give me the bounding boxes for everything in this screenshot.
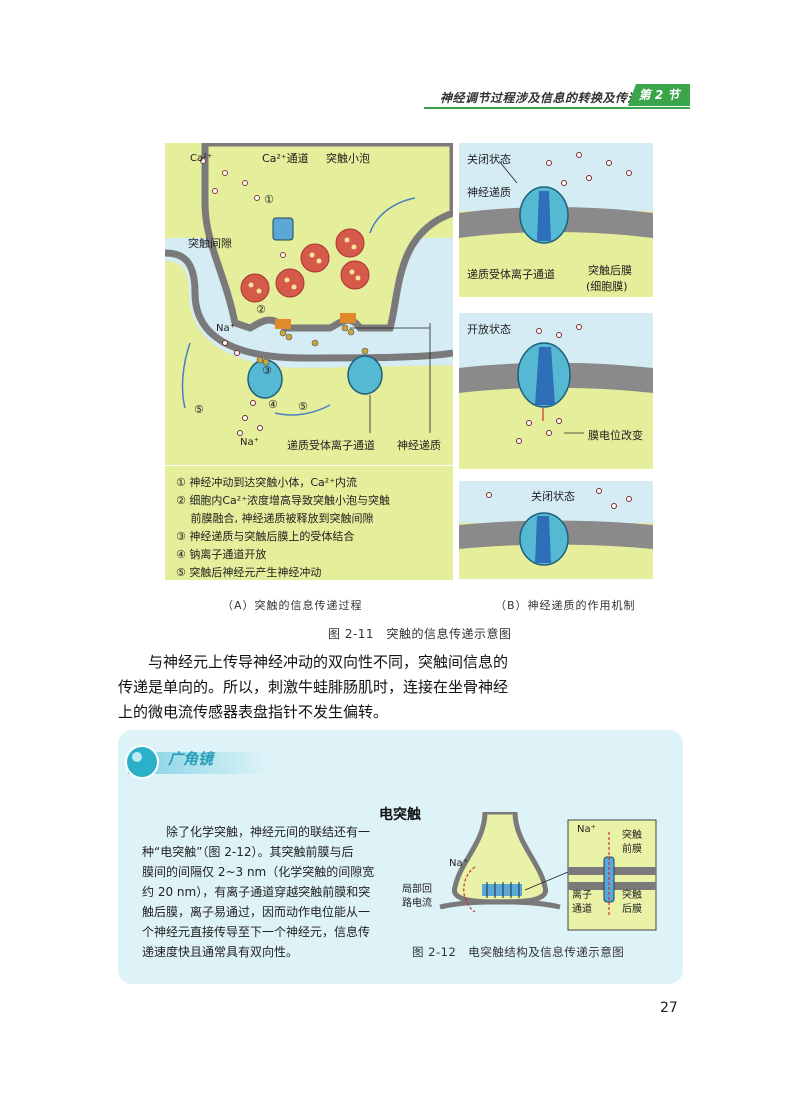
zoom-pre-label-1: 突触	[622, 830, 642, 841]
box-text-line: 触后膜，离子易通过，因而动作电位能从一	[142, 905, 371, 919]
open-state-label: 开放状态	[467, 323, 511, 336]
zoom-ion-label-1: 离子	[572, 890, 592, 901]
local-current-label-1: 局部回	[402, 884, 432, 895]
page-number: 27	[660, 1000, 678, 1016]
step-2-marker: ②	[256, 303, 266, 316]
legend-item: ④ 钠离子通道开放	[176, 548, 267, 561]
legend-item: ③ 神经递质与突触后膜上的受体结合	[176, 530, 355, 543]
local-current-label-2: 路电流	[402, 898, 432, 909]
box-title: 广角镜	[168, 750, 214, 768]
zoom-ion-label-2: 通道	[572, 904, 592, 915]
step-1-marker: ①	[264, 193, 274, 206]
closed-again-state-label: 关闭状态	[531, 490, 575, 503]
legend-item: ② 细胞内Ca²⁺浓度增高导致突触小泡与突触	[176, 494, 390, 507]
figure-caption: 图 2-11 突触的信息传递示意图	[328, 627, 512, 641]
box-title-banner	[125, 745, 268, 779]
ca-ion-label: Ca²⁺	[190, 153, 213, 164]
receptor-channel-label: 递质受体离子通道	[287, 439, 375, 452]
figure-a-legend: ① 神经冲动到达突触小体，Ca²⁺内流 ② 细胞内Ca²⁺浓度增高导致突触小泡与…	[176, 474, 390, 582]
paragraph-line: 与神经元上传导神经冲动的双向性不同，突触间信息的	[118, 653, 509, 671]
box-text-line: 个神经元直接传导至下一个神经元，信息传	[142, 925, 371, 939]
section-tab: 第 2 节	[628, 84, 690, 106]
b-membrane-note: (细胞膜)	[586, 280, 628, 293]
figure-b-closed-panel	[459, 143, 653, 297]
electrical-synapse-diagram	[439, 812, 657, 931]
header-rule	[424, 107, 690, 109]
figure-a-synapse-diagram	[165, 143, 453, 465]
step-3-marker: ③	[262, 364, 272, 377]
figure-b-open-panel	[459, 313, 653, 469]
zoom-pre-label-2: 前膜	[622, 844, 642, 855]
lens-icon	[125, 745, 159, 779]
figure-b-caption: （B）神经递质的作用机制	[495, 599, 636, 612]
ca-channel-label: Ca²⁺通道	[262, 152, 309, 165]
electrical-na-label: Na⁺	[449, 858, 468, 869]
na-top-label: Na⁺	[216, 323, 235, 334]
na-bottom-label: Na⁺	[240, 437, 259, 448]
b-channel-label: 递质受体离子通道	[467, 268, 555, 281]
paragraph-line: 上的微电流传感器表盘指针不发生偏转。	[118, 703, 389, 721]
b-transmitter-label: 神经递质	[467, 186, 511, 199]
box-heading: 电突触	[379, 807, 421, 823]
paragraph-line: 传递是单向的。所以，刺激牛蛙腓肠肌时，连接在坐骨神经	[118, 678, 509, 696]
b-membrane-label: 突触后膜	[588, 264, 632, 277]
step-5-marker-left: ⑤	[194, 403, 204, 416]
potential-change-label: 膜电位改变	[588, 429, 643, 442]
closed-state-label: 关闭状态	[467, 153, 511, 166]
transmitter-label: 神经递质	[397, 439, 441, 452]
box-text-line: 除了化学突触，神经元间的联结还有一	[142, 825, 371, 839]
vesicle-label: 突触小泡	[326, 152, 370, 165]
box-text-line: 种“电突触”（图 2-12）。其突触前膜与后	[142, 845, 354, 859]
running-header-title: 神经调节过程涉及信息的转换及传递	[440, 91, 641, 105]
step-5-marker-right: ⑤	[298, 400, 308, 413]
figure-b-closed-again-panel	[459, 481, 653, 579]
legend-item: ① 神经冲动到达突触小体，Ca²⁺内流	[176, 476, 357, 489]
body-paragraph: 与神经元上传导神经冲动的双向性不同，突触间信息的 传递是单向的。所以，刺激牛蛙腓…	[118, 650, 518, 725]
box-text-line: 递速度快且通常具有双向性。	[142, 945, 299, 959]
legend-panel	[165, 466, 453, 580]
zoom-post-label-1: 突触	[622, 890, 642, 901]
zoom-post-label-2: 后膜	[622, 904, 642, 915]
zoom-na-label: Na⁺	[577, 824, 596, 835]
box-text: 除了化学突触，神经元间的联结还有一 种“电突触”（图 2-12）。其突触前膜与后…	[142, 822, 392, 962]
figure-a-caption: （A）突触的信息传递过程	[222, 599, 363, 612]
box-text-line: 膜间的间隔仅 2~3 nm（化学突触的间隙宽	[142, 865, 375, 879]
box-text-line: 约 20 nm），有离子通道穿越突触前膜和突	[142, 885, 371, 899]
step-4-marker: ④	[268, 398, 278, 411]
legend-item: ⑤ 突触后神经元产生神经冲动	[176, 566, 322, 579]
electrical-figure-caption: 图 2-12 电突触结构及信息传递示意图	[412, 945, 625, 959]
legend-item: 前膜融合, 神经递质被释放到突触间隙	[176, 512, 374, 525]
cleft-label: 突触间隙	[188, 237, 232, 250]
